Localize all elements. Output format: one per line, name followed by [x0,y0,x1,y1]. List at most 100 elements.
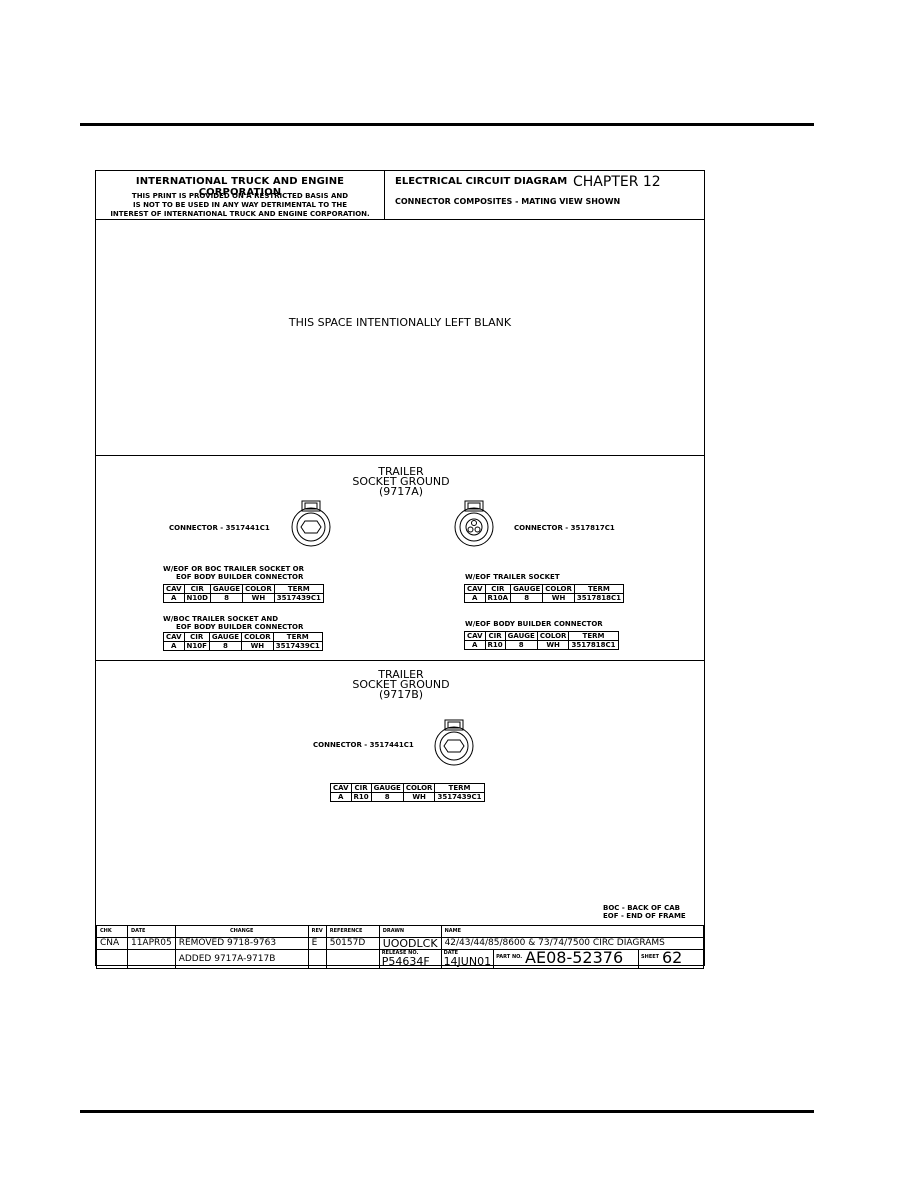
table2-cir: N10F [183,641,210,651]
header-block: INTERNATIONAL TRUCK AND ENGINE CORPORATI… [96,171,704,219]
table3-color: WH [542,593,575,603]
table3-h-cav: CAV [464,584,486,594]
table2-h-gauge: GAUGE [208,632,243,642]
table3-h-cir: CIR [484,584,512,594]
table2-color: WH [241,641,274,651]
blank-notice: THIS SPACE INTENTIONALLY LEFT BLANK [288,316,512,329]
table3-h-gauge: GAUGE [510,584,544,594]
section-b-title-3: (9717B) [378,688,424,701]
table1-cav: A [163,593,185,603]
table2-h-color: COLOR [241,632,274,642]
table1-h-color: COLOR [242,584,275,594]
drawing-sheet: INTERNATIONAL TRUCK AND ENGINE CORPORATI… [95,170,705,969]
table4-term: 3517818C1 [568,640,619,650]
table4-color: WH [536,640,570,650]
table4-h-cav: CAV [464,631,486,641]
label-sheet: SHEET [641,953,660,960]
label-chk: CHK [96,925,128,938]
table4-cav: A [464,640,486,650]
revision-block: CHK DATE CHANGE REV REFERENCE DRAWN NAME… [96,925,705,969]
connector-3517441c1-icon [291,500,331,547]
table2: CAV CIR GAUGE COLOR TERM A N10F 8 WH 351… [163,632,323,651]
table2-h-term: TERM [272,632,323,642]
empty-chk [96,949,128,969]
tableb-h-cav: CAV [330,783,352,793]
table4-h-cir: CIR [484,631,506,641]
table3-term: 3517818C1 [573,593,624,603]
date-value: 11APR05 [126,937,176,950]
table2-term: 3517439C1 [272,641,323,651]
release-date-cell: DATE 14JUN01 [440,949,495,969]
table4-cir: R10 [484,640,506,650]
part-no-value: AE08-52376 [525,947,624,967]
label-drawn: DRAWN [378,925,442,938]
change-1: REMOVED 9718-9763 [174,937,309,950]
table4-h-term: TERM [568,631,619,641]
section-b-title-1: TRAILER [378,668,424,681]
notice-line-1: THIS PRINT IS PROVIDED ON A RESTRICTED B… [131,192,349,200]
label-change: CHANGE [174,925,309,938]
part-cell: PART NO. AE08-52376 [493,947,640,969]
section-b-connector-label: CONNECTOR - 3517441C1 [313,741,414,749]
header-subtitle: CONNECTOR COMPOSITES - MATING VIEW SHOWN [395,197,621,206]
label-date2: DATE [443,950,459,956]
notice-line-3: INTEREST OF INTERNATIONAL TRUCK AND ENGI… [110,210,370,218]
table1-h-gauge: GAUGE [209,584,244,594]
empty-rev [307,949,327,969]
tableb-h-gauge: GAUGE [370,783,404,793]
tableb-color: WH [402,792,436,802]
tableb-gauge: 8 [370,792,404,802]
connector-left-label: CONNECTOR - 3517441C1 [169,524,270,532]
section-a-title-1: TRAILER [378,465,424,478]
table1-gauge: 8 [209,593,244,603]
table3-cav: A [464,593,486,603]
rev-value: E [307,937,327,950]
legend-eof: EOF - END OF FRAME [603,912,686,920]
table3-caption: W/EOF TRAILER SOCKET [465,573,560,581]
table2-caption-2: EOF BODY BUILDER CONNECTOR [176,623,304,631]
tableb-term: 3517439C1 [434,792,485,802]
sheet-value: 62 [661,947,683,967]
table3-h-color: COLOR [542,584,575,594]
release-no-value: P54634F [381,955,430,968]
table1-h-cir: CIR [183,584,211,594]
table4-h-color: COLOR [536,631,570,641]
notice-line-2: IS NOT TO BE USED IN ANY WAY DETRIMENTAL… [132,201,347,209]
chk-value: CNA [96,937,128,950]
empty-reference [325,949,380,969]
table-row: A N10D 8 WH 3517439C1 [163,593,324,603]
table4-h-gauge: GAUGE [504,631,538,641]
reference-value: 50157D [325,937,380,950]
connector-3517441c1-b-icon [434,719,474,766]
table1-term: 3517439C1 [273,593,324,603]
table2-h-cir: CIR [183,632,210,642]
tableb-h-color: COLOR [402,783,436,793]
legend-boc: BOC - BACK OF CAB [603,904,681,912]
connector-3517817c1-icon [454,500,494,547]
table1: CAV CIR GAUGE COLOR TERM A N10D 8 WH 351… [163,584,324,603]
section-a-title-2: SOCKET GROUND [352,475,450,488]
table4-gauge: 8 [504,640,538,650]
release-date-value: 14JUN01 [443,955,492,968]
top-rule [80,123,814,126]
table-row: A N10F 8 WH 3517439C1 [163,641,323,651]
table1-h-cav: CAV [163,584,185,594]
table4-caption: W/EOF BODY BUILDER CONNECTOR [465,620,603,628]
table3: CAV CIR GAUGE COLOR TERM A R10A 8 WH 351… [464,584,624,603]
table1-caption-2: EOF BODY BUILDER CONNECTOR [176,573,304,581]
label-name: NAME [440,925,705,938]
label-part-no: PART NO. [496,953,523,960]
tableb-cir: R10 [350,792,372,802]
table-row: A R10 8 WH 3517439C1 [330,792,485,802]
table2-caption-1: W/BOC TRAILER SOCKET AND [163,615,279,623]
table2-h-cav: CAV [163,632,185,642]
release-cell: RELEASE NO. P54634F [378,949,442,969]
label-rev: REV [307,925,327,938]
diagram-title: ELECTRICAL CIRCUIT DIAGRAM [395,176,568,187]
section-b-table: CAV CIR GAUGE COLOR TERM A R10 8 WH 3517… [330,783,485,802]
section-b-top-line [96,660,704,661]
table2-gauge: 8 [208,641,243,651]
table1-h-term: TERM [273,584,324,594]
table1-cir: N10D [183,593,211,603]
table2-cav: A [163,641,185,651]
